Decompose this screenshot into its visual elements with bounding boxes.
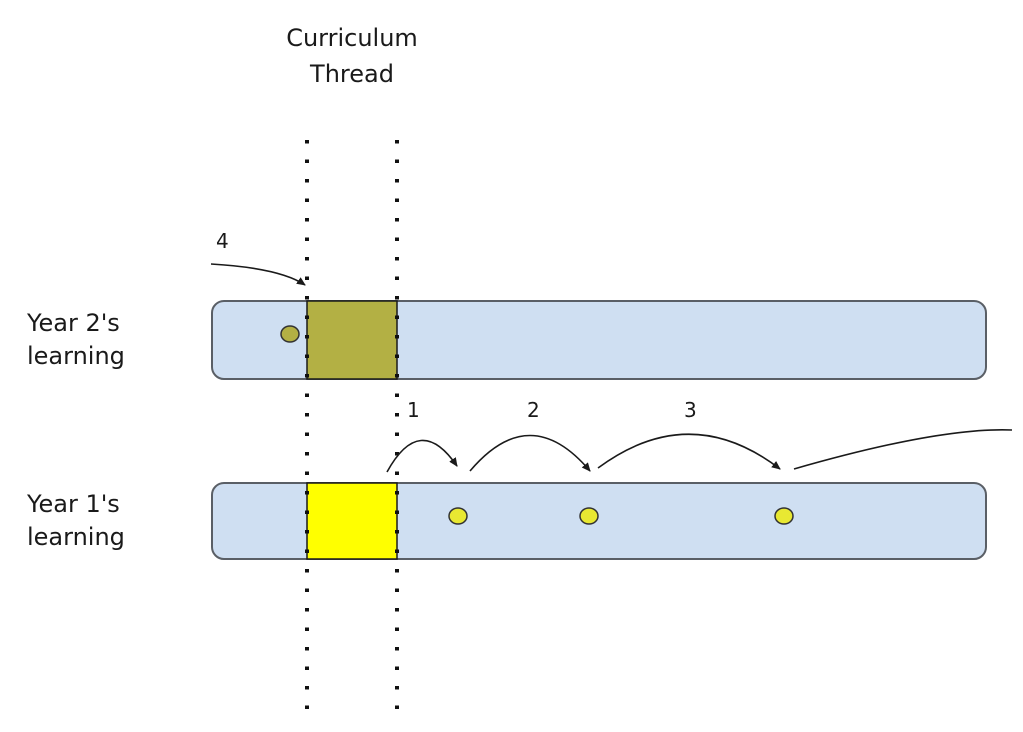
step-3-label: 3	[684, 398, 697, 422]
year2-label-line-2: learning	[27, 342, 125, 370]
arrow-step-1	[386, 439, 458, 473]
year2-dot	[280, 325, 300, 343]
year1-label-line-1: Year 1's	[27, 490, 120, 518]
year1-dot-2	[579, 507, 599, 525]
year2-band	[211, 300, 987, 380]
step-4-label: 4	[216, 229, 229, 253]
year2-label-line-1: Year 2's	[27, 309, 120, 337]
year2-thread-segment	[306, 300, 398, 380]
year1-thread-segment	[306, 482, 398, 560]
year1-dot-3	[774, 507, 794, 525]
year1-dot-1	[448, 507, 468, 525]
diagram-title: Curriculum Thread	[262, 20, 442, 92]
year1-label: Year 1's learning	[27, 488, 125, 554]
step-2-label: 2	[527, 398, 540, 422]
title-line-1: Curriculum	[286, 24, 418, 52]
arrow-step-4	[210, 263, 306, 286]
year1-band	[211, 482, 987, 560]
year1-label-line-2: learning	[27, 523, 125, 551]
arrow-continuation	[793, 429, 1013, 470]
arrow-step-2	[469, 434, 591, 472]
step-1-label: 1	[407, 398, 420, 422]
arrow-step-3	[597, 433, 781, 470]
title-line-2: Thread	[310, 60, 394, 88]
year2-label: Year 2's learning	[27, 307, 125, 373]
